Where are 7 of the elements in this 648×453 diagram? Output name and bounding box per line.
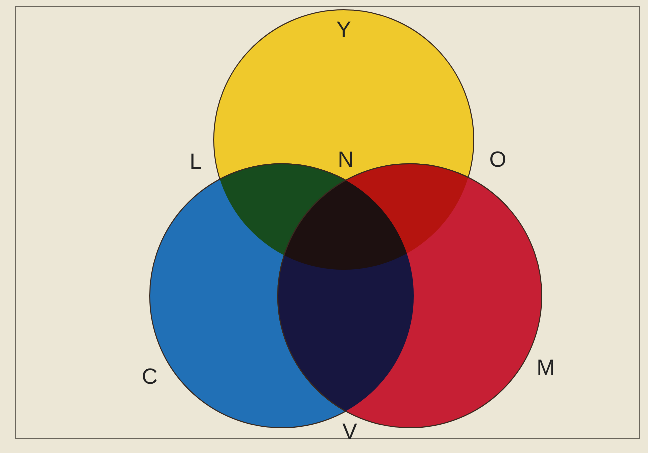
region-label: M (536, 357, 556, 379)
region-label: C (142, 366, 158, 388)
region-label: L (190, 151, 202, 173)
region-label: Y (336, 19, 352, 41)
region-label: N (338, 149, 354, 171)
region-label: V (342, 421, 358, 443)
region-label: O (489, 149, 507, 171)
